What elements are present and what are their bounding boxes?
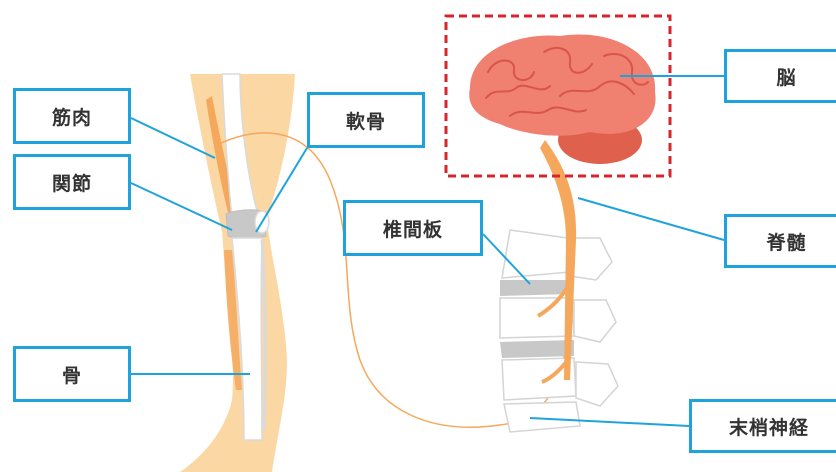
leader-spinal	[578, 198, 724, 240]
spinal-cord-label: 脊髄	[724, 214, 836, 268]
intervertebral-disc-label: 椎間板	[343, 200, 483, 256]
disc-2	[500, 340, 574, 358]
vertebra-1	[502, 230, 570, 278]
vertebra-process-1	[570, 238, 612, 280]
vertebra-2	[500, 298, 574, 338]
muscle-label: 筋肉	[13, 88, 131, 144]
spine-illustration	[500, 230, 618, 432]
vertebra-process-3	[576, 362, 618, 406]
peripheral-nerve-label: 末梢神経	[689, 399, 836, 453]
brain-label: 脳	[724, 49, 836, 103]
bone-label: 骨	[13, 346, 131, 402]
brain-illustration	[469, 34, 655, 164]
cartilage-label: 軟骨	[307, 92, 425, 148]
joint-label: 関節	[13, 154, 131, 210]
vertebra-4	[504, 402, 580, 432]
vertebra-process-2	[574, 300, 616, 342]
